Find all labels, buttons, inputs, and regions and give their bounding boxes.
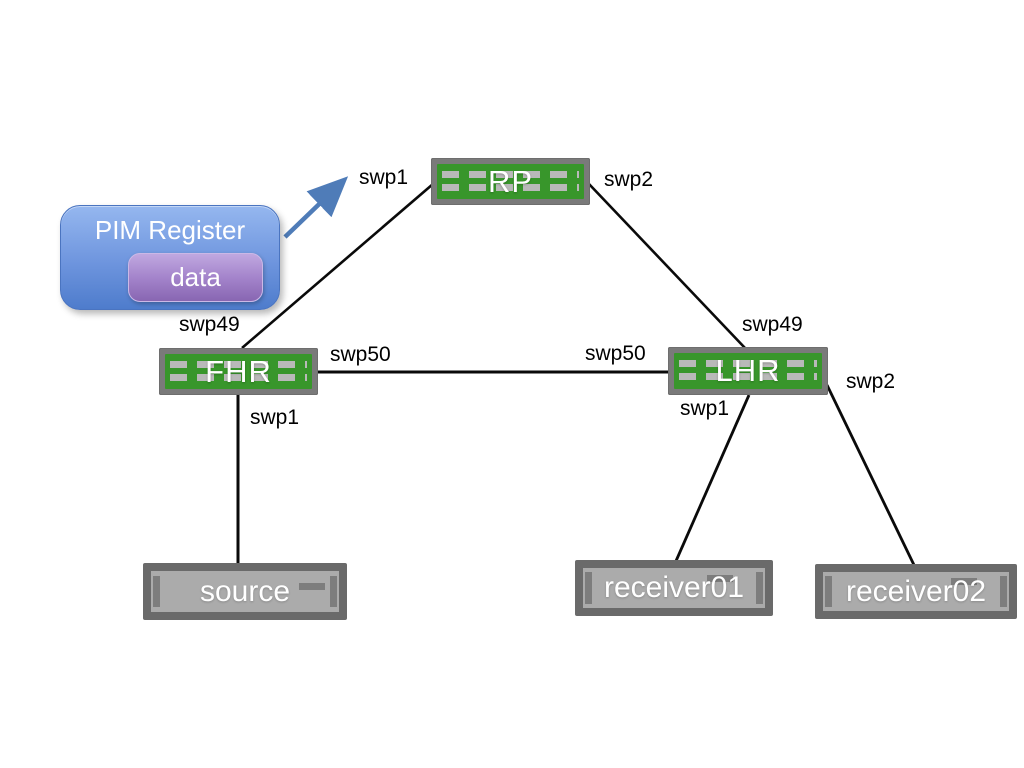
node-fhr-label: FHR [205, 353, 272, 389]
link-lhr-receiver02 [825, 384, 916, 566]
host-slot-icon [707, 575, 733, 582]
host-faceplate [583, 568, 765, 608]
host-bar-icon [330, 575, 337, 608]
link-rp-lhr [588, 183, 746, 349]
node-receiver02: receiver02 [815, 564, 1017, 619]
switch-ports-row-icon [170, 374, 307, 381]
node-source-label: source [199, 574, 291, 608]
switch-ports-row-icon [170, 361, 307, 368]
node-receiver01: receiver01 [575, 560, 773, 616]
switch-faceplate [437, 164, 584, 199]
pim-register-arrow [283, 176, 349, 239]
switch-ports-row-icon [679, 360, 817, 367]
port-label-fhr-swp1: swp1 [250, 406, 300, 429]
switch-faceplate [165, 354, 312, 389]
host-faceplate [823, 572, 1009, 611]
host-bar-icon [756, 572, 763, 604]
port-label-lhr-swp2: swp2 [846, 370, 896, 393]
host-bar-icon [825, 576, 832, 607]
switch-ports-row-icon [442, 171, 579, 178]
node-fhr: FHR [159, 348, 318, 395]
node-lhr: LHR [668, 347, 828, 395]
switch-faceplate [674, 353, 822, 389]
host-slot-icon [951, 578, 977, 585]
node-lhr-label: LHR [715, 353, 781, 388]
port-label-fhr-swp50: swp50 [330, 343, 391, 366]
node-rp: RP [431, 158, 590, 205]
port-label-rp-swp1: swp1 [359, 166, 409, 189]
node-rp-label: RP [487, 163, 534, 199]
port-label-lhr-swp50: swp50 [585, 342, 646, 365]
port-label-lhr-swp1: swp1 [680, 397, 730, 420]
pim-register-callout-title: PIM Register [94, 215, 246, 245]
switch-ports-row-icon [442, 184, 579, 191]
port-label-lhr-swp49: swp49 [742, 313, 803, 336]
host-bar-icon [585, 572, 592, 604]
host-slot-icon [299, 583, 325, 590]
node-receiver01-label: receiver01 [603, 571, 745, 604]
host-bar-icon [153, 575, 160, 608]
link-fhr-rp [241, 183, 434, 349]
node-receiver02-label: receiver02 [845, 574, 987, 608]
switch-ports-row-icon [679, 373, 817, 380]
host-faceplate [151, 571, 339, 612]
port-label-rp-swp2: swp2 [604, 168, 654, 191]
port-label-fhr-swp49: swp49 [179, 313, 240, 336]
pim-register-callout: PIM Register data [60, 205, 280, 310]
node-source: source [143, 563, 347, 620]
host-bar-icon [1000, 576, 1007, 607]
data-badge: data [128, 253, 263, 302]
link-lhr-receiver01 [674, 394, 751, 562]
